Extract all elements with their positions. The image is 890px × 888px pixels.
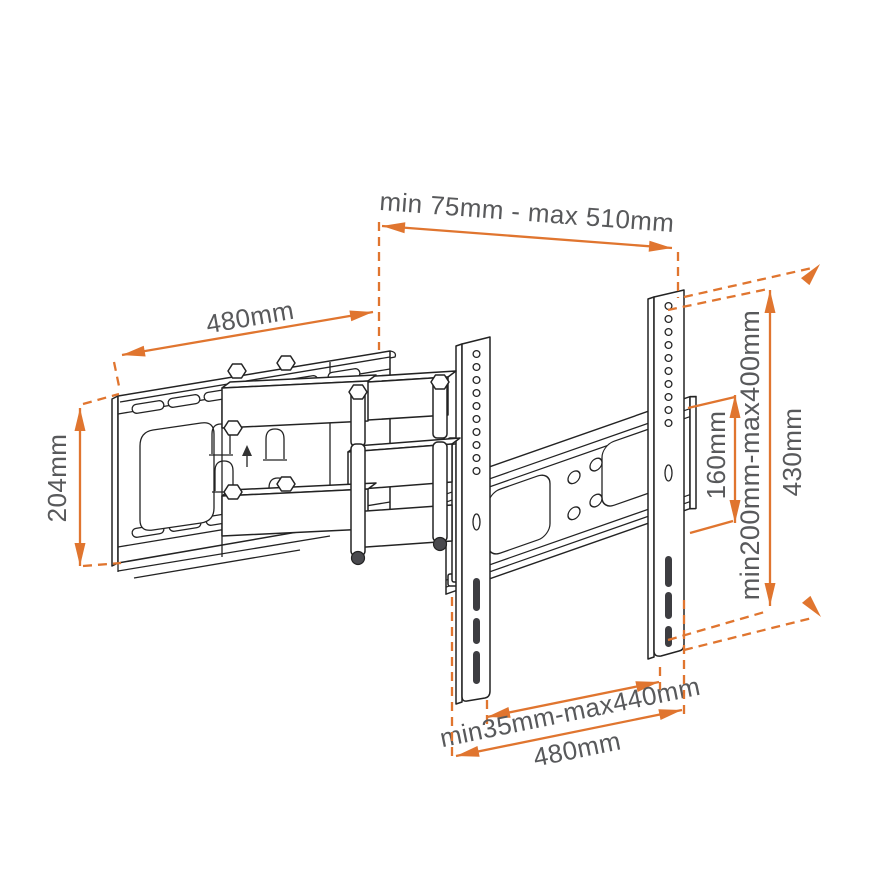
wall-plate-left-flange (111, 395, 119, 567)
lower-arm (221, 437, 461, 549)
arrowhead-icon (801, 260, 825, 286)
arrowhead-icon (121, 345, 146, 361)
arrowhead-icon (381, 220, 406, 234)
arrowhead-icon (648, 240, 673, 254)
wall-plate-height-label: 204mm (42, 434, 72, 523)
ball-foot (350, 550, 366, 566)
arrowhead-icon (802, 595, 826, 621)
up-arrow-marking (242, 445, 252, 467)
articulating-arms (221, 355, 461, 566)
dimension-bracket-height: 430mm (667, 260, 826, 652)
vesa-height-label: 160mm (701, 411, 731, 500)
dimension-wall-plate-height: 204mm (42, 392, 122, 568)
dimension-vesa-height-range: min200mm-max400mm (735, 310, 765, 600)
arrowhead-icon (764, 290, 776, 313)
wall-plate-top-hem (119, 350, 397, 403)
left-rail-holes (472, 349, 481, 531)
right-rail-slots (665, 556, 672, 647)
mount-line-art (111, 289, 697, 705)
tv-bracket-right-rail (647, 289, 685, 660)
wall-plate-opening (139, 422, 215, 531)
ball-foot (432, 536, 448, 552)
arrowhead-icon (764, 583, 776, 606)
arrowhead-icon (74, 408, 86, 431)
bracket-height-label: 430mm (777, 408, 807, 497)
left-rail-slots (473, 578, 480, 684)
dimension-vesa-height: 160mm (687, 395, 741, 535)
vesa-height-range-label: min200mm-max400mm (735, 310, 765, 600)
wall-plate-bottom-lip (117, 535, 331, 579)
dimension-depth-range: min 75mm - max 510mm (377, 186, 680, 350)
arrowhead-icon (349, 306, 374, 322)
hinge-pins (350, 379, 448, 566)
tv-bracket-left-rail (455, 336, 491, 705)
arrowhead-icon (74, 543, 86, 566)
right-rail-holes (664, 301, 673, 482)
